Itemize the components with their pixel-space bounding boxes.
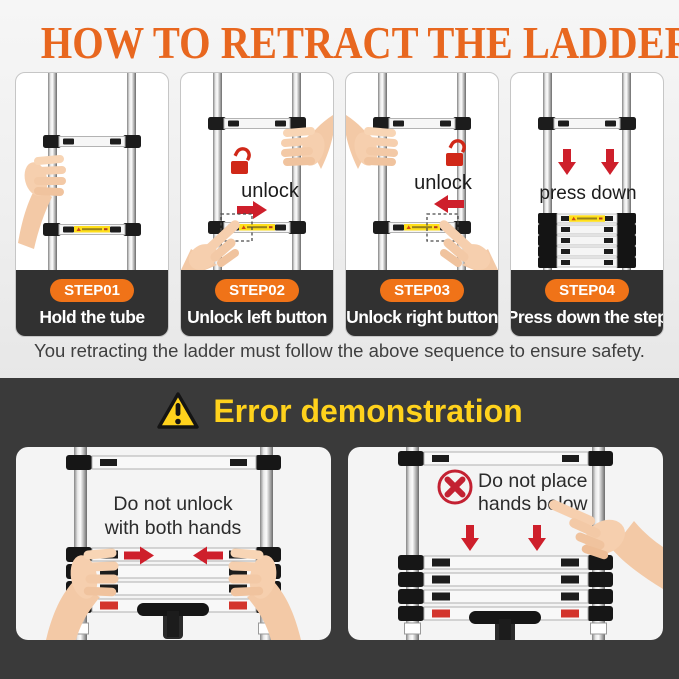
step1-badge: STEP01: [50, 278, 134, 302]
ladder-unlock-left-illustration: unlock: [181, 73, 333, 270]
ladder-press-down-illustration: press down: [537, 73, 637, 270]
hand-pointing-right-button: [439, 220, 498, 270]
step-panel-1: STEP01 Hold the tube: [15, 72, 169, 337]
step4-illustration: press down: [511, 73, 663, 270]
error-section-title: Error demonstration: [213, 392, 523, 429]
right-hand-gripping: [228, 548, 301, 640]
error-panel-hands-below: Do not place hands below: [348, 447, 663, 640]
red-arrow-down-icon: [601, 149, 619, 175]
warning-label-strip: [569, 215, 605, 222]
step-panel-4: press down STEP04 Press down the step: [510, 72, 664, 337]
step2-label: Unlock left button: [187, 306, 327, 327]
red-arrow-down-icon: [461, 525, 479, 551]
sequence-note: You retracting the ladder must follow th…: [34, 340, 645, 361]
no-entry-icon: [437, 469, 473, 505]
step3-label: Unlock right button: [346, 306, 498, 327]
error-panel-both-hands: Do not unlock with both hands: [16, 447, 331, 640]
step3-caption: STEP03 Unlock right button: [346, 270, 498, 336]
warning-triangle-icon: [157, 392, 200, 429]
step2-caption: STEP02 Unlock left button: [181, 270, 333, 336]
unlock-annotation: unlock: [414, 172, 473, 194]
ladder-strap-handle: [137, 603, 209, 639]
ladder-hold-tube-illustration: [18, 73, 142, 270]
warning-text-line2: with both hands: [104, 517, 242, 539]
red-arrow-down-icon: [558, 149, 576, 175]
warning-label-strip: [239, 224, 275, 231]
step4-badge: STEP04: [545, 278, 629, 302]
right-button-highlight: [426, 213, 459, 242]
press-down-annotation: press down: [539, 183, 636, 204]
page-title: HOW TO RETRACT THE LADDER: [40, 17, 679, 68]
hand-holding-right-tube: [281, 115, 333, 169]
step3-badge: STEP03: [380, 278, 464, 302]
unlock-annotation: unlock: [241, 180, 300, 202]
step2-badge: STEP02: [215, 278, 299, 302]
left-button-highlight: [220, 213, 253, 242]
hand-holding-tube: [18, 155, 66, 249]
step1-label: Hold the tube: [39, 306, 145, 327]
step3-illustration: unlock: [346, 73, 498, 270]
warning-label-strip: [74, 226, 110, 233]
step4-caption: STEP04 Press down the step: [511, 270, 663, 336]
step-panel-2: unlock: [180, 72, 334, 337]
step-panel-3: unlock: [345, 72, 499, 337]
ladder-unlock-right-illustration: unlock: [346, 73, 498, 270]
warning-label-strip: [404, 224, 440, 231]
warning-text-line1: Do not unlock: [113, 493, 232, 515]
error-panels: Do not unlock with both hands: [16, 447, 663, 640]
step1-caption: STEP01 Hold the tube: [16, 270, 168, 336]
step4-label: Press down the step: [510, 306, 664, 327]
step1-illustration: [16, 73, 168, 270]
step2-illustration: unlock: [181, 73, 333, 270]
red-arrow-down-icon: [528, 525, 546, 551]
hand-holding-left-tube: [346, 115, 398, 169]
hand-pointing-left-button: [181, 220, 240, 270]
error-header: Error demonstration: [0, 391, 679, 431]
retract-steps-section: HOW TO RETRACT THE LADDER: [0, 0, 679, 378]
ladder-strap-handle: [469, 611, 541, 640]
steps-row: STEP01 Hold the tube unlock: [15, 72, 664, 337]
left-hand-gripping: [46, 548, 119, 640]
warning-text-line1: Do not place: [478, 470, 588, 492]
open-lock-icon: [229, 144, 254, 176]
reaching-hand: [549, 500, 663, 589]
do-not-place-hands-below-illustration: Do not place hands below: [397, 447, 663, 640]
error-demonstration-section: Error demonstration Do not unlock with b…: [0, 378, 679, 679]
do-not-unlock-both-hands-illustration: Do not unlock with both hands: [46, 447, 301, 640]
